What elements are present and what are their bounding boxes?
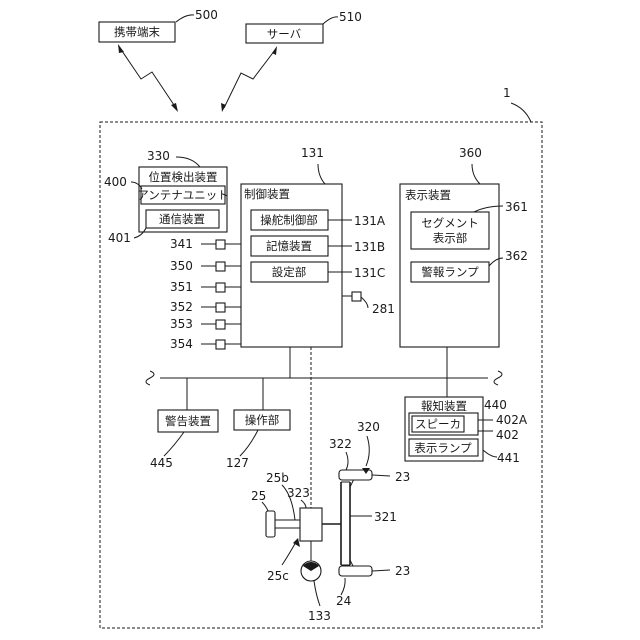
indicator-lamp-ref: 441 bbox=[497, 451, 520, 465]
notification-device: 報知装置 440 スピーカ 402A 402 表示ランプ 441 bbox=[405, 397, 528, 465]
tie-rod-ref: 322 bbox=[329, 437, 352, 451]
sensor-ref: 341 bbox=[170, 237, 193, 251]
warning-lamp-label: 警報ランプ bbox=[421, 265, 479, 279]
notification-device-ref: 440 bbox=[484, 398, 507, 412]
comm-device-ref: 401 bbox=[108, 231, 131, 245]
steering-control-ref: 131A bbox=[354, 214, 386, 228]
tire-bottom-ref: 23 bbox=[395, 564, 410, 578]
server-label: サーバ bbox=[267, 27, 302, 41]
antenna-unit-label: アンテナユニット bbox=[137, 188, 229, 202]
controller-title: 制御装置 bbox=[244, 187, 290, 201]
link-ref: 24 bbox=[336, 594, 351, 608]
mobile-terminal: 携帯端末 500 bbox=[99, 8, 218, 42]
notification-device-title: 報知装置 bbox=[421, 399, 467, 413]
sensor-353: 353 bbox=[170, 317, 241, 331]
segment-display-line2: 表示部 bbox=[433, 231, 468, 245]
wheel-ref: 25 bbox=[251, 489, 266, 503]
speaker-group-ref: 402 bbox=[496, 428, 519, 442]
position-detector-ref: 330 bbox=[147, 149, 170, 163]
storage-device-label: 記憶装置 bbox=[266, 239, 312, 253]
indicator-lamp-label: 表示ランプ bbox=[414, 441, 472, 455]
gearbox-ref: 323 bbox=[287, 486, 310, 500]
system-ref: 1 bbox=[503, 86, 511, 100]
segment-display-ref: 361 bbox=[505, 200, 528, 214]
server: サーバ 510 bbox=[246, 10, 362, 43]
position-detector: 330 位置検出装置 アンテナユニット 通信装置 400 401 bbox=[104, 149, 229, 245]
setting-unit-label: 設定部 bbox=[272, 265, 307, 279]
connector-ref: 281 bbox=[372, 302, 395, 316]
alarm-device: 警告装置 445 bbox=[150, 410, 218, 470]
display-device: 360 表示装置 セグメント 表示部 361 警報ランプ 362 bbox=[400, 146, 528, 347]
segment-display-line1: セグメント bbox=[421, 216, 479, 230]
alarm-device-ref: 445 bbox=[150, 456, 173, 470]
rack-ref: 321 bbox=[374, 510, 397, 524]
tire-top-ref: 23 bbox=[395, 470, 410, 484]
setting-unit-ref: 131C bbox=[354, 266, 385, 280]
speaker-label: スピーカ bbox=[415, 417, 461, 431]
alarm-device-label: 警告装置 bbox=[165, 414, 211, 428]
axle-ref: 320 bbox=[357, 420, 380, 434]
mobile-terminal-ref: 500 bbox=[195, 8, 218, 22]
gearbox bbox=[300, 508, 322, 541]
steering-control-label: 操舵制御部 bbox=[260, 213, 318, 227]
sensor-ref: 353 bbox=[170, 317, 193, 331]
operation-unit-label: 操作部 bbox=[245, 413, 280, 427]
sensor-352: 352 bbox=[170, 300, 241, 314]
shaft-ref: 25b bbox=[266, 471, 289, 485]
sensor-350: 350 bbox=[170, 259, 241, 273]
operation-unit-ref: 127 bbox=[226, 456, 249, 470]
sensor-354: 354 bbox=[170, 337, 241, 351]
controller: 131 制御装置 操舵制御部 131A 記憶装置 131B 設定部 131C 2… bbox=[241, 146, 395, 347]
comm-device-label: 通信装置 bbox=[159, 212, 205, 226]
position-detector-title: 位置検出装置 bbox=[149, 170, 218, 184]
sensor-ref: 350 bbox=[170, 259, 193, 273]
storage-device-ref: 131B bbox=[354, 240, 385, 254]
wireless-link-server bbox=[221, 46, 277, 112]
speaker-ref: 402A bbox=[496, 413, 528, 427]
wireless-link-mobile bbox=[118, 44, 178, 112]
mobile-terminal-label: 携帯端末 bbox=[114, 25, 160, 39]
controller-ref: 131 bbox=[301, 146, 324, 160]
sensor-ref: 351 bbox=[170, 280, 193, 294]
display-device-ref: 360 bbox=[459, 146, 482, 160]
operation-unit: 操作部 127 bbox=[226, 410, 290, 470]
server-ref: 510 bbox=[339, 10, 362, 24]
steering-mechanism: 23 23 320 322 25b 323 25 321 bbox=[251, 347, 410, 623]
antenna-unit-ref: 400 bbox=[104, 175, 127, 189]
sensor-351: 351 bbox=[170, 280, 241, 294]
display-device-title: 表示装置 bbox=[405, 188, 451, 202]
sensor-ref: 352 bbox=[170, 300, 193, 314]
sensor-341: 341 bbox=[170, 237, 241, 251]
tire-bottom: 23 bbox=[339, 564, 410, 578]
motor-ref: 133 bbox=[308, 609, 331, 623]
steering-wheel bbox=[266, 511, 275, 537]
sensor-ref: 354 bbox=[170, 337, 193, 351]
warning-lamp-ref: 362 bbox=[505, 249, 528, 263]
angle-ref: 25c bbox=[267, 569, 289, 583]
